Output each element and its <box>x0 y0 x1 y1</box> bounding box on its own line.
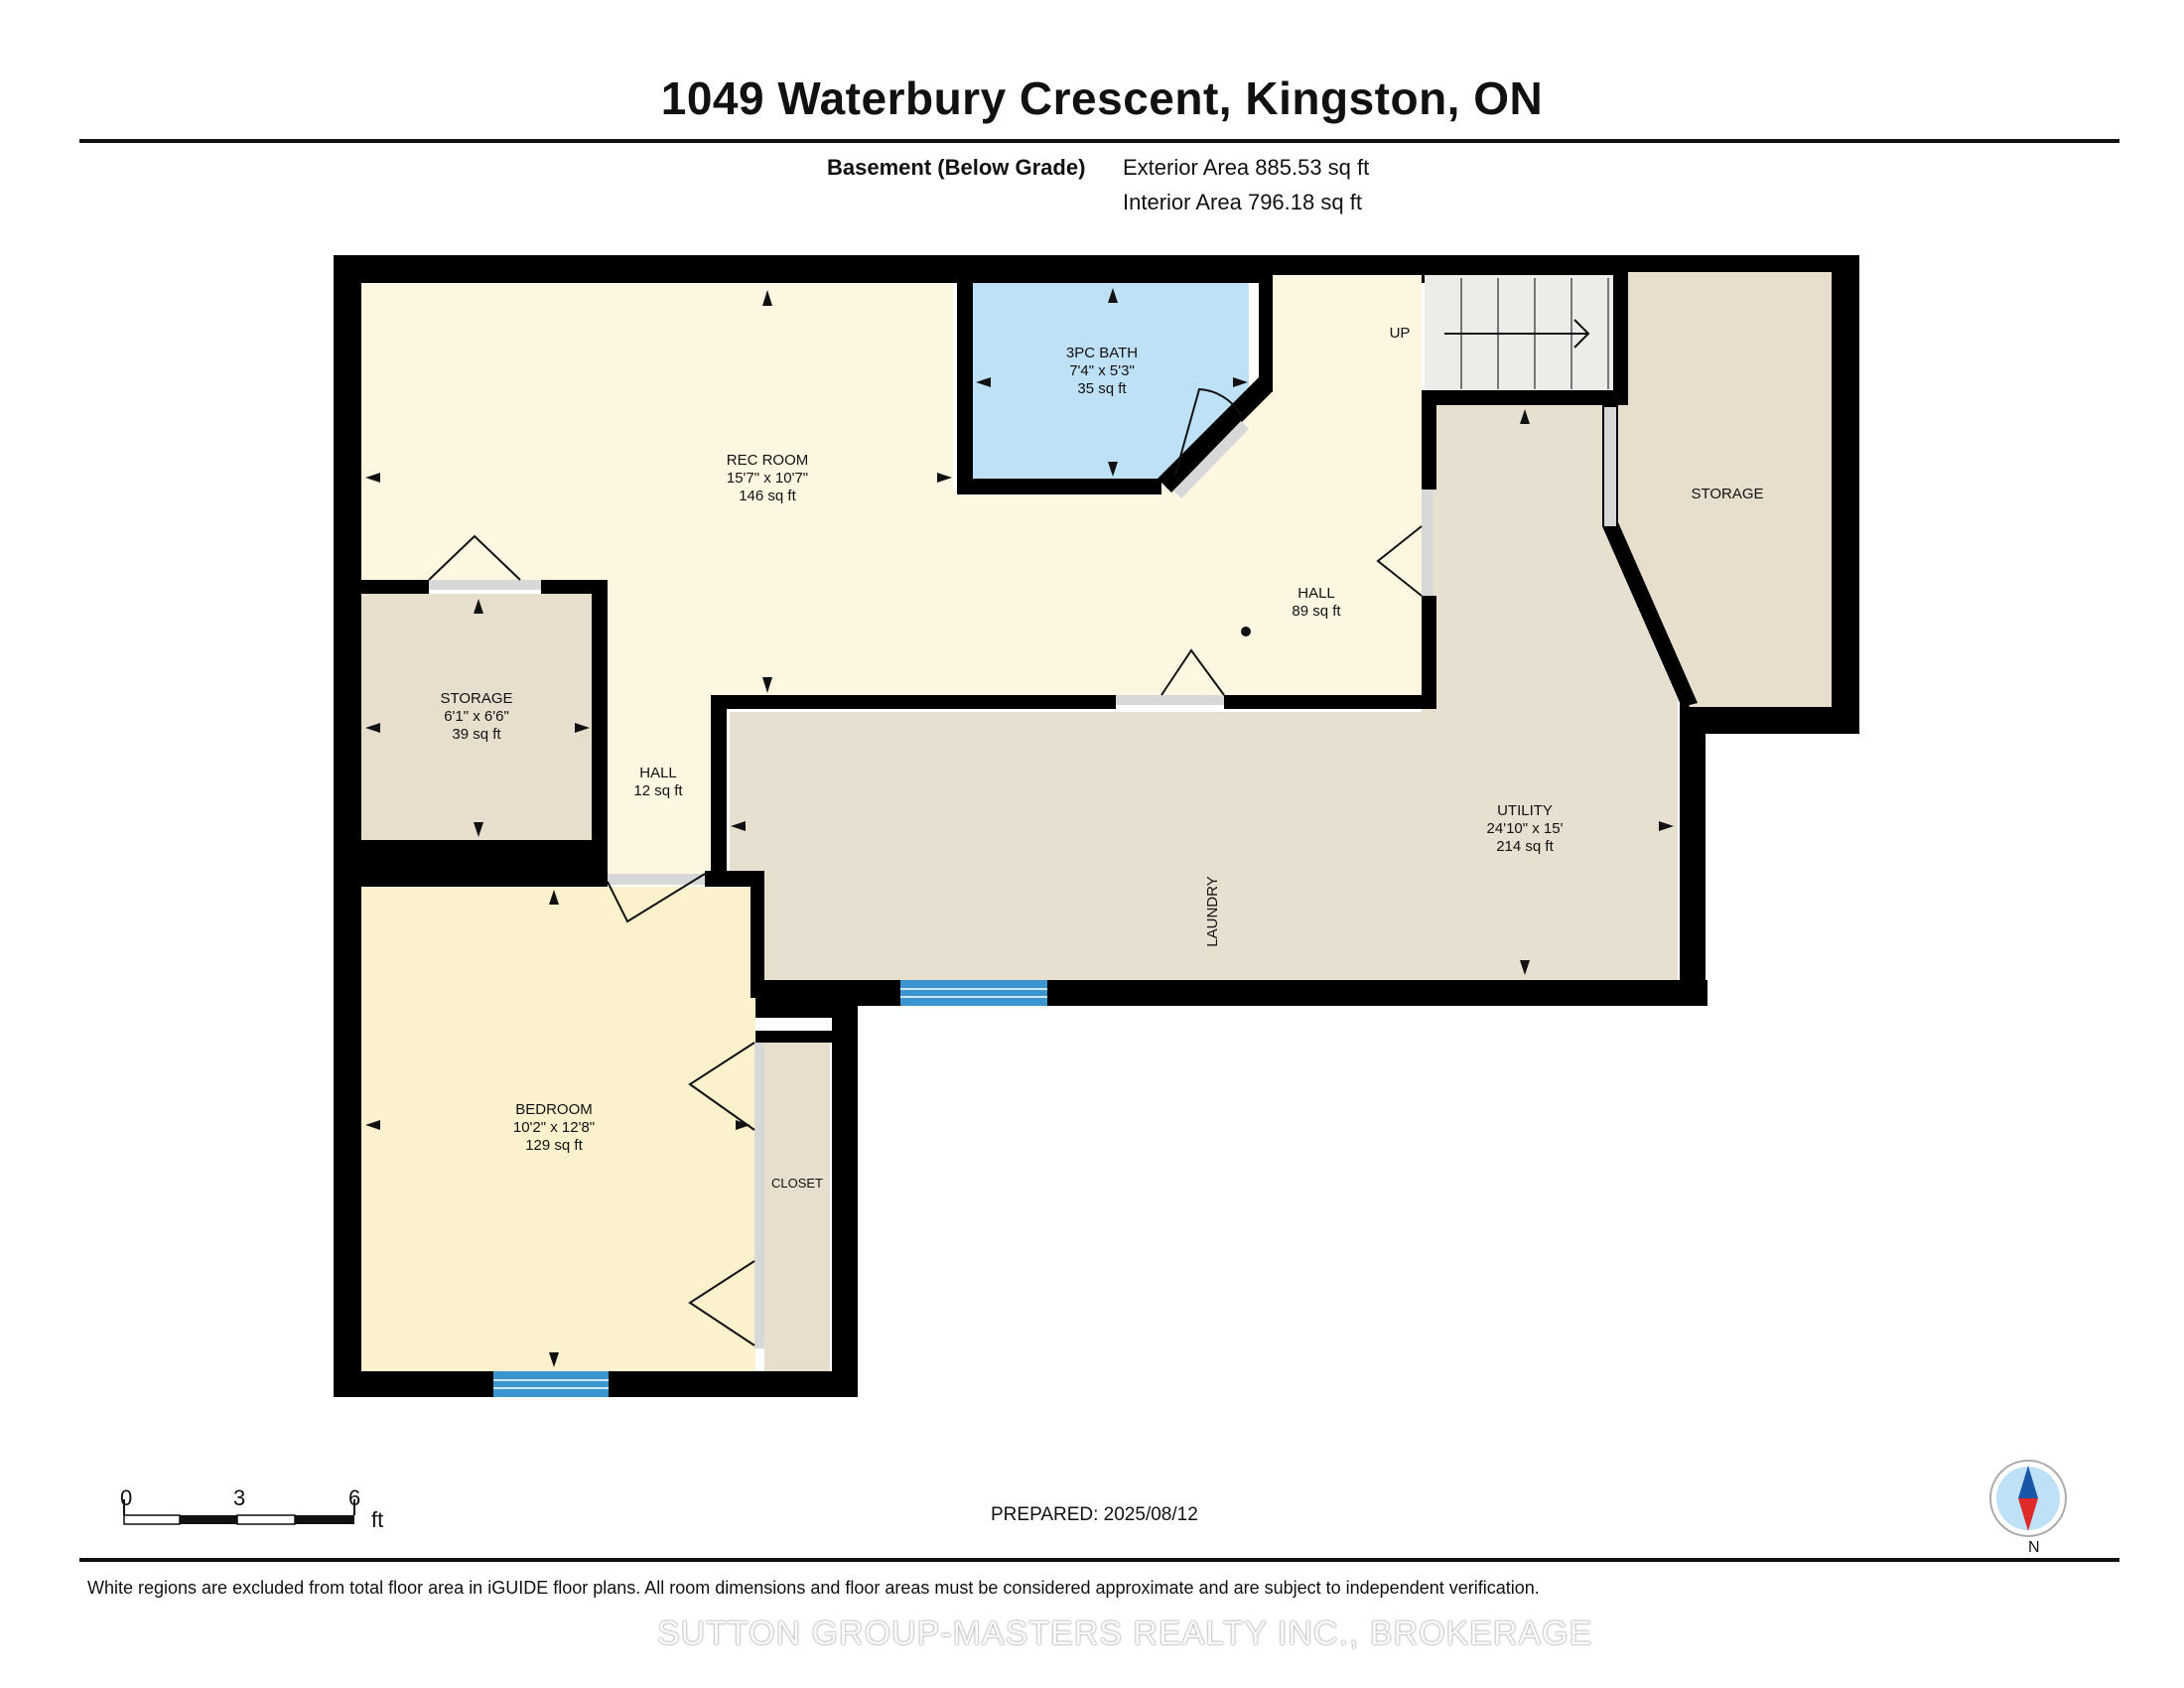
closet-floor <box>764 1043 830 1371</box>
bedroom-dims: 10'2" x 12'8" <box>513 1119 595 1136</box>
room-labels: REC ROOM 15'7" x 10'7" 146 sq ft 3PC BAT… <box>440 325 1763 1191</box>
storage-left-dims: 6'1" x 6'6" <box>444 708 509 725</box>
stairs-floor <box>1425 275 1613 389</box>
level-label: Basement (Below Grade) <box>827 155 1086 180</box>
storage-left-area: 39 sq ft <box>452 726 501 743</box>
hall-main-area: 89 sq ft <box>1292 603 1341 620</box>
bedroom-name: BEDROOM <box>515 1101 593 1118</box>
hall-small-area: 12 sq ft <box>633 782 683 799</box>
disclaimer-text: White regions are excluded from total fl… <box>87 1578 1540 1598</box>
small-hall-floor <box>606 586 711 874</box>
door-openings <box>429 407 1616 1348</box>
utility-floor <box>730 405 1678 980</box>
rec-room-name: REC ROOM <box>727 452 809 469</box>
bedroom-floor <box>361 887 755 1371</box>
right-storage-floor <box>1615 272 1832 707</box>
storage-left-name: STORAGE <box>440 690 512 707</box>
door-swings <box>428 387 1423 1346</box>
compass-icon <box>1989 1460 2067 1537</box>
utility-name: UTILITY <box>1497 802 1553 819</box>
scale-label-0: 0 <box>120 1485 133 1510</box>
hall-small-name: HALL <box>639 765 677 781</box>
bedroom-area: 129 sq ft <box>525 1137 583 1154</box>
dimension-arrows <box>365 288 1674 1367</box>
bath-name: 3PC BATH <box>1066 345 1138 361</box>
interior-area: Interior Area 796.18 sq ft <box>1123 190 1362 214</box>
bath-area: 35 sq ft <box>1077 380 1127 397</box>
closet-label: CLOSET <box>771 1176 823 1191</box>
scale-label-6: 6 <box>348 1485 361 1510</box>
compass-north-label: N <box>2028 1539 2040 1556</box>
rec-room-area: 146 sq ft <box>739 488 796 504</box>
footer-divider <box>79 1558 2119 1562</box>
brokerage-watermark: SUTTON GROUP-MASTERS REALTY INC., BROKER… <box>657 1615 1593 1652</box>
header-divider <box>79 139 2119 143</box>
scale-unit: ft <box>371 1507 384 1532</box>
storage-right-name: STORAGE <box>1691 486 1763 502</box>
page-title: 1049 Waterbury Crescent, Kingston, ON <box>660 72 1544 124</box>
stairs-up-label: UP <box>1390 325 1411 342</box>
utility-area: 214 sq ft <box>1496 838 1554 855</box>
interior-walls <box>361 272 1698 1043</box>
scale-bar <box>123 1499 355 1525</box>
utility-dims: 24'10" x 15' <box>1487 820 1564 837</box>
bath-floor <box>971 283 1249 480</box>
left-storage-floor <box>361 594 592 840</box>
stairs <box>1444 278 1609 389</box>
hall-main-name: HALL <box>1297 585 1335 602</box>
prepared-date: PREPARED: 2025/08/12 <box>991 1504 1198 1525</box>
rec-room-dims: 15'7" x 10'7" <box>727 470 808 487</box>
exterior-area: Exterior Area 885.53 sq ft <box>1123 155 1370 180</box>
bath-dims: 7'4" x 5'3" <box>1069 362 1135 379</box>
laundry-label: LAUNDRY <box>1204 876 1221 946</box>
scale-label-3: 3 <box>233 1485 246 1510</box>
windows <box>493 980 1047 1397</box>
room-fills <box>361 272 1832 1371</box>
